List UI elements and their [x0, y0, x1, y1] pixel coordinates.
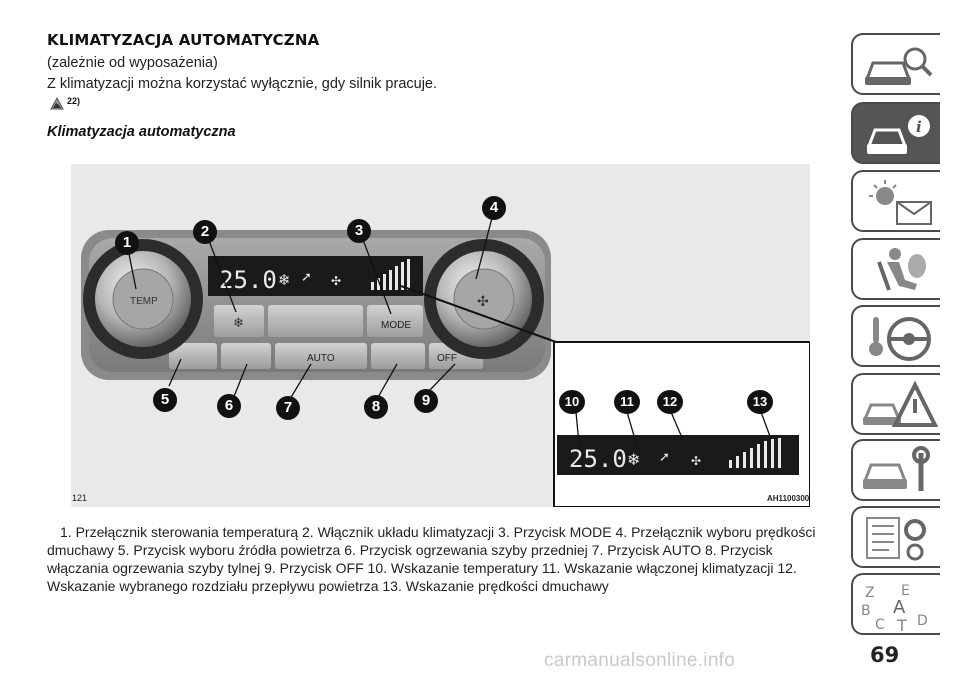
callout-4: 4: [482, 196, 506, 220]
svg-text:Z: Z: [865, 585, 875, 601]
tab-car-info[interactable]: i: [851, 102, 940, 164]
engine-note: Z klimatyzacji można korzystać wyłącznie…: [47, 76, 438, 92]
climate-panel-illustration: 25.0 ❄ ➚ ✣ ❄ MODE AUTO OFF TEMP ✣: [81, 213, 810, 507]
zoom-ac-icon: ❄: [627, 452, 640, 469]
svg-text:i: i: [916, 118, 922, 136]
display-strip: [208, 256, 423, 296]
svg-text:B: B: [861, 603, 871, 619]
zoom-temp-digits: 25.0: [569, 445, 627, 473]
dashboard-magnifier-icon: [864, 47, 933, 85]
callout-3: 3: [347, 219, 371, 243]
blank-button: [268, 305, 363, 337]
steering-wheel-key-icon: [869, 317, 931, 361]
front-defrost-button[interactable]: [221, 343, 271, 369]
callout-5: 5: [153, 388, 177, 412]
tab-safety[interactable]: [851, 238, 940, 300]
tab-dashboard[interactable]: [851, 33, 940, 95]
display-zoom-box: [553, 341, 810, 507]
svg-text:D: D: [917, 613, 928, 629]
figure-subtitle: Klimatyzacja automatyczna: [47, 124, 236, 140]
auto-label: AUTO: [307, 353, 335, 364]
callout-9: 9: [414, 389, 438, 413]
svg-text:T: T: [896, 616, 907, 633]
blower-fan-icon: ✣: [477, 293, 489, 309]
svg-text:E: E: [901, 583, 910, 599]
svg-text:A: A: [893, 597, 906, 618]
tab-technical-data[interactable]: [851, 506, 940, 568]
tab-index[interactable]: Z E B A C T D: [851, 573, 940, 635]
airflow-person-icon: ➚: [301, 270, 312, 285]
tab-starting[interactable]: [851, 305, 940, 367]
tab-warning-lights[interactable]: [851, 170, 940, 232]
ac-button[interactable]: [214, 305, 264, 337]
car-info-icon: i: [866, 115, 930, 154]
car-maintenance-wrench-icon: [862, 446, 930, 491]
technical-data-gear-icon: [866, 517, 926, 561]
svg-text:C: C: [875, 617, 885, 633]
blower-level-bars: [371, 259, 410, 290]
callout-12: 12: [657, 390, 683, 414]
callout-2: 2: [193, 220, 217, 244]
ac-snowflake-icon: ❄: [278, 271, 291, 289]
watermark: carmanualsonline.info: [544, 650, 736, 671]
warning-lights-message-icon: [869, 180, 932, 225]
breakdown-warning-triangle-icon: [862, 380, 939, 427]
warning-ref-number: 22): [67, 96, 81, 106]
callout-7: 7: [276, 396, 300, 420]
figure-code: AH1100300: [767, 494, 810, 503]
section-heading: KLIMATYZACJA AUTOMATYCZNA: [47, 31, 320, 49]
callout-8: 8: [364, 395, 388, 419]
mode-label: MODE: [381, 320, 411, 331]
temp-label: TEMP: [130, 296, 158, 307]
rear-defrost-button[interactable]: [371, 343, 425, 369]
zoom-fan-icon: ✣: [691, 454, 701, 468]
callout-1: 1: [115, 231, 139, 255]
climate-control-figure: 25.0 ❄ ➚ ✣ ❄ MODE AUTO OFF TEMP ✣: [71, 164, 810, 507]
temp-digits: 25.0: [219, 266, 277, 294]
ac-button-icon: ❄: [233, 315, 244, 330]
off-label: OFF: [437, 353, 457, 364]
page-number: 69: [870, 643, 900, 667]
mode-button[interactable]: [367, 305, 423, 337]
warning-reference: 22): [49, 96, 111, 110]
callout-10: 10: [559, 390, 585, 414]
zoom-blower-bars: [729, 438, 781, 468]
figure-id: 121: [72, 493, 88, 503]
callout-6: 6: [217, 394, 241, 418]
callout-13: 13: [747, 390, 773, 414]
tab-emergency[interactable]: [851, 373, 940, 435]
caption-text: 1. Przełącznik sterowania temperaturą 2.…: [47, 524, 816, 594]
zoom-airflow-icon: ➚: [659, 449, 670, 464]
callout-11: 11: [614, 390, 640, 414]
figure-caption: 1. Przełącznik sterowania temperaturą 2.…: [47, 523, 827, 595]
fan-small-icon: ✣: [331, 274, 341, 288]
alphabetical-index-icon: Z E B A C T D: [861, 583, 928, 633]
availability-note: (zależnie od wyposażenia): [47, 55, 218, 71]
warning-hand-icon: [50, 96, 64, 110]
airbag-seat-icon: [877, 248, 926, 291]
air-source-button[interactable]: [169, 343, 217, 369]
tab-maintenance[interactable]: [851, 439, 940, 501]
auto-button[interactable]: [275, 343, 367, 369]
